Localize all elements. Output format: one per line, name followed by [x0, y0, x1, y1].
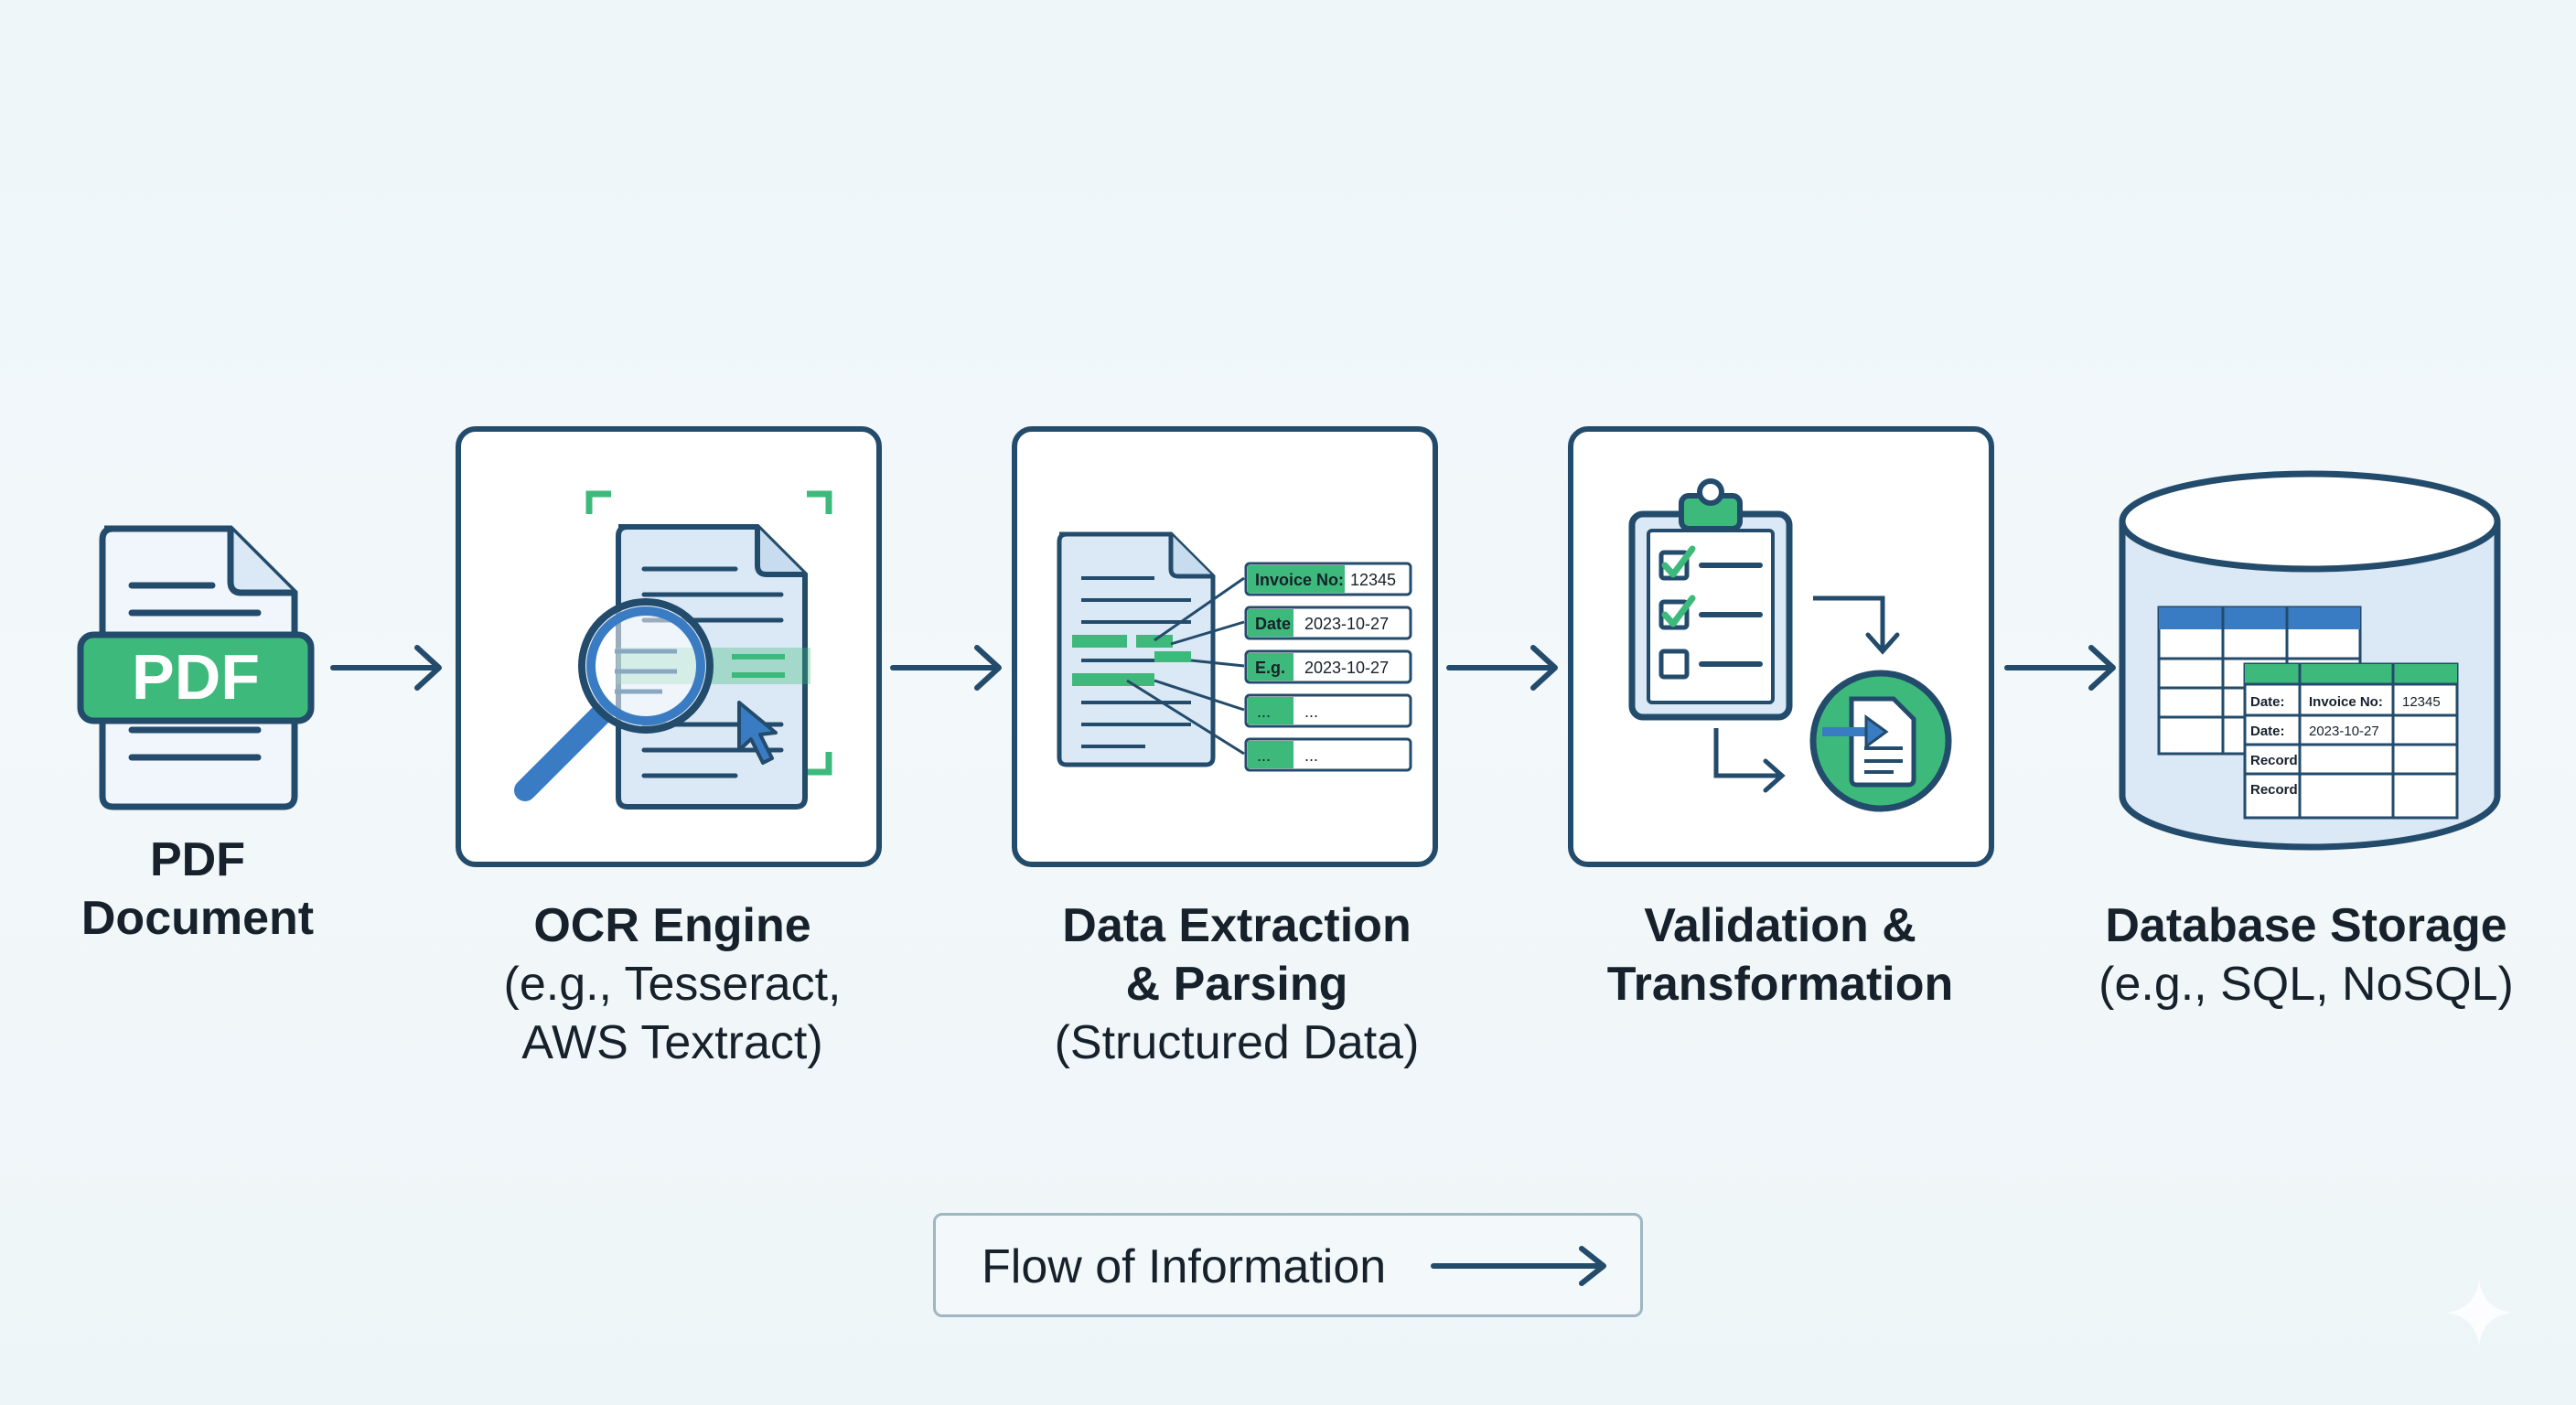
database-cylinder-icon: Date: Invoice No: 12345 Date: 2023-10-27…	[2119, 470, 2501, 851]
svg-text:Invoice No:: Invoice No:	[1255, 571, 1344, 589]
pdf-document-icon: PDF	[77, 525, 315, 810]
stage-title: Validation &	[1644, 899, 1916, 952]
stage-label-validation: Validation & Transformation	[1607, 896, 1954, 1014]
db-cell: Date:	[2250, 694, 2285, 710]
stage-label-pdf: PDF Document	[81, 831, 314, 948]
sparkle-icon	[2446, 1280, 2512, 1346]
validation-icon	[1628, 478, 1952, 812]
db-cell: 12345	[2402, 694, 2441, 710]
extraction-field: E.g. 2023-10-27	[1244, 649, 1412, 684]
db-cell: Invoice No:	[2309, 694, 2383, 710]
flow-arrow	[330, 645, 442, 691]
svg-text:Date: Date	[1255, 615, 1291, 633]
extraction-field: Date 2023-10-27	[1244, 606, 1412, 640]
svg-text:...: ...	[1257, 702, 1271, 721]
db-cell: Record	[2250, 753, 2298, 768]
db-cell: Record	[2250, 782, 2298, 798]
stage-title: PDF	[150, 833, 245, 886]
svg-text:12345: 12345	[1350, 571, 1396, 589]
validation-box	[1568, 426, 1994, 867]
stage-title: Transformation	[1606, 958, 1954, 1011]
extraction-field: ... ...	[1244, 737, 1412, 772]
stage-subtitle: (e.g., SQL, NoSQL)	[2098, 958, 2514, 1011]
legend-arrow-icon	[1431, 1246, 1606, 1286]
data-extraction-box: Invoice No: 12345 Date 2023-10-27 E.g. 2…	[1012, 426, 1438, 867]
stage-title: & Parsing	[1125, 958, 1348, 1011]
svg-text:...: ...	[1257, 746, 1271, 765]
extraction-field: ... ...	[1244, 693, 1412, 728]
stage-subtitle: AWS Textract)	[521, 1016, 823, 1069]
stage-title: Data Extraction	[1062, 899, 1411, 952]
flow-legend: Flow of Information	[933, 1213, 1643, 1317]
extraction-icon: Invoice No: 12345 Date 2023-10-27 E.g. 2…	[1057, 531, 1412, 772]
flow-arrow	[1446, 645, 1558, 691]
legend-label: Flow of Information	[982, 1240, 1387, 1293]
extraction-field: Invoice No: 12345	[1244, 562, 1412, 596]
stage-label-extraction: Data Extraction & Parsing (Structured Da…	[1055, 896, 1420, 1072]
svg-text:...: ...	[1304, 746, 1318, 765]
svg-text:2023-10-27: 2023-10-27	[1304, 615, 1389, 633]
flow-arrow	[890, 645, 1002, 691]
stage-title: Database Storage	[2105, 899, 2507, 952]
db-cell: 2023-10-27	[2309, 724, 2379, 739]
stage-subtitle: (Structured Data)	[1054, 1016, 1420, 1069]
stage-title: Document	[80, 892, 315, 945]
pdf-badge-text: PDF	[132, 641, 260, 713]
stage-subtitle: (e.g., Tesseract,	[503, 958, 842, 1011]
stage-label-ocr: OCR Engine (e.g., Tesseract, AWS Textrac…	[504, 896, 842, 1072]
db-cell: Date:	[2250, 724, 2285, 739]
svg-text:E.g.: E.g.	[1255, 659, 1285, 677]
flow-arrow	[2004, 645, 2116, 691]
svg-text:...: ...	[1304, 702, 1318, 721]
ocr-scan-icon	[514, 490, 832, 810]
stage-title: OCR Engine	[533, 899, 811, 952]
ocr-engine-box	[456, 426, 882, 867]
svg-text:2023-10-27: 2023-10-27	[1304, 659, 1389, 677]
stage-label-database: Database Storage (e.g., SQL, NoSQL)	[2098, 896, 2514, 1014]
